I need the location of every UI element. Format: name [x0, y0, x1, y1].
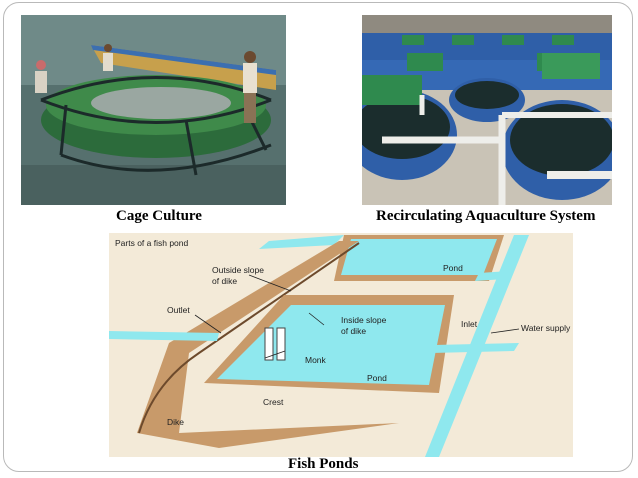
- label-water-supply: Water supply: [521, 323, 571, 333]
- cage-culture-photo: [21, 15, 286, 205]
- label-crest: Crest: [263, 397, 284, 407]
- ras-photo: [362, 15, 612, 205]
- label-dike: Dike: [167, 417, 184, 427]
- label-outside-slope: Outside slope: [212, 265, 264, 275]
- label-of-dike-outside: of dike: [212, 276, 237, 286]
- label-pond-main: Pond: [367, 373, 387, 383]
- label-monk: Monk: [305, 355, 327, 365]
- caption-fish-ponds: Fish Ponds: [288, 456, 359, 472]
- caption-cage-culture: Cage Culture: [116, 208, 202, 224]
- caption-ras: Recirculating Aquaculture System: [376, 208, 596, 224]
- label-of-dike-inside: of dike: [341, 326, 366, 336]
- label-inlet: Inlet: [461, 319, 478, 329]
- label-inside-slope: Inside slope: [341, 315, 387, 325]
- fish-pond-diagram: Parts of a fish pond Outside slope of di…: [109, 233, 573, 457]
- diagram-heading: Parts of a fish pond: [115, 238, 189, 248]
- label-outlet: Outlet: [167, 305, 190, 315]
- label-pond-top: Pond: [443, 263, 463, 273]
